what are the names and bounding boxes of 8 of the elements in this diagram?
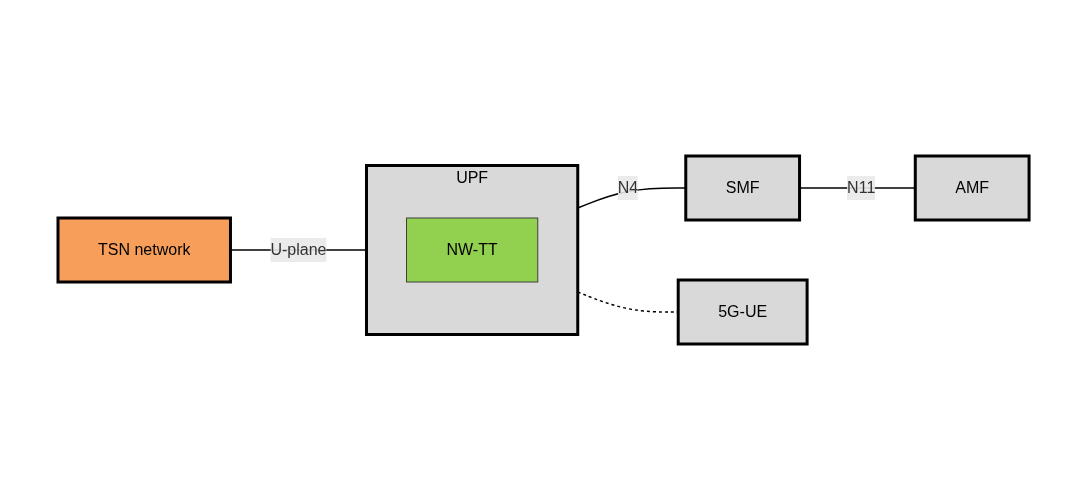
node-box: 5G-UE <box>677 278 810 345</box>
edge-label: N4 <box>618 178 639 196</box>
node-box: SMF <box>684 154 802 221</box>
edge-label: N11 <box>847 178 876 196</box>
edge-label: U-plane <box>270 240 327 258</box>
node-box: AMF <box>914 154 1032 221</box>
node-box: TSN network <box>56 216 233 283</box>
node-box: NW-TT <box>406 217 539 282</box>
